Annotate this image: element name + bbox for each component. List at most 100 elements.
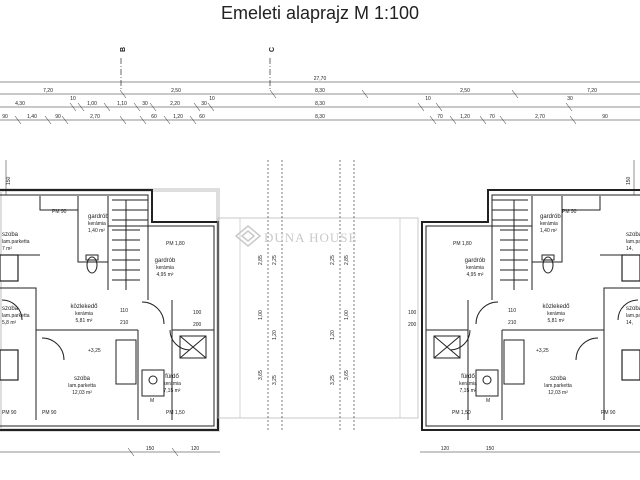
svg-text:2,85: 2,85 — [344, 255, 350, 265]
dim-row3: 1,40 — [27, 114, 37, 120]
center-vertical-dims: 2,85 2,25 1,00 1,20 3,65 3,25 2,25 2,85 … — [258, 255, 350, 385]
watermark-text: DUNA HOUSE — [264, 230, 357, 245]
room-material: kerámia — [466, 265, 484, 271]
side-vertical-dims — [5, 160, 635, 195]
dim-row1: 7,20 — [587, 88, 597, 94]
m-mark: M — [486, 398, 490, 404]
dim-row3: 70 — [437, 114, 443, 120]
svg-text:1,20: 1,20 — [330, 330, 336, 340]
room-material: lam.parketta — [68, 383, 96, 389]
dim-row1: 8,30 — [315, 88, 325, 94]
room-area: 14, — [626, 246, 633, 252]
room-name: szoba — [2, 306, 19, 312]
dim-row2: 30 — [142, 101, 148, 107]
svg-text:1,00: 1,00 — [344, 310, 350, 320]
dim-row3: 60 — [199, 114, 205, 120]
dim-row3: 90 — [602, 114, 608, 120]
right-room-labels: gardrób kerámia 1,40 m² gardrób kerámia … — [408, 209, 640, 452]
dim-row2: 30 — [201, 101, 207, 107]
room-area: 4,95 m² — [467, 272, 484, 278]
pm-mark: PM 90 — [42, 410, 57, 416]
pm-mark: PM 1,50 — [452, 410, 471, 416]
room-material: kerámia — [163, 381, 181, 387]
dim-row2: 4,30 — [15, 101, 25, 107]
room-name: szoba — [626, 232, 640, 238]
room-material: kerámia — [156, 265, 174, 271]
room-material: lam.parketta — [2, 313, 30, 319]
room-area: 14, — [626, 320, 633, 326]
grid-axes — [120, 58, 271, 90]
plan-title: Emeleti alaprajz M 1:100 — [220, 3, 420, 23]
dim-row1: 2,50 — [460, 88, 470, 94]
room-area: 7,15 m² — [164, 388, 181, 394]
dim-row2: 8,30 — [315, 101, 325, 107]
dim-bottom: 150 — [486, 446, 495, 452]
bed-left-bottom — [0, 349, 19, 381]
dim-row3: 90 — [2, 114, 8, 120]
dim-row2: 30 — [567, 96, 573, 102]
svg-text:1,00: 1,00 — [258, 310, 264, 320]
dim-row3: 8,30 — [315, 114, 325, 120]
misc-dim: 100 — [408, 310, 417, 316]
room-material: kerámia — [459, 381, 477, 387]
room-area: 12,03 m² — [72, 390, 92, 396]
dim-bottom: 150 — [146, 446, 155, 452]
center-core — [217, 160, 419, 430]
pm-mark: PM 1,50 — [166, 410, 185, 416]
dim-row2: 10 — [70, 96, 76, 102]
dim-row2: 10 — [425, 96, 431, 102]
room-area: 12,03 m² — [548, 390, 568, 396]
room-material: lam.parketta — [544, 383, 572, 389]
misc-dim: 210 — [508, 320, 517, 326]
left-room-labels: gardrób kerámia 1,40 m² gardrób kerámia … — [2, 209, 202, 416]
dim-row1: 7,20 — [43, 88, 53, 94]
dim-row2: 1,10 — [117, 101, 127, 107]
svg-text:2,25: 2,25 — [330, 255, 336, 265]
room-material: lam.parketta — [2, 239, 30, 245]
m-mark: M — [150, 398, 154, 404]
room-area: 7,15 m² — [460, 388, 477, 394]
room-area: 1,40 m² — [540, 228, 557, 234]
dim-row3: 1,20 — [460, 114, 470, 120]
svg-text:3,65: 3,65 — [344, 370, 350, 380]
duna-house-logo-icon — [234, 225, 262, 247]
left-unit-walls — [0, 188, 220, 432]
misc-dim: 100 — [193, 310, 202, 316]
room-name: fürdő — [461, 374, 475, 380]
room-name: közlekedő — [542, 304, 570, 310]
misc-dim: 110 — [508, 308, 516, 314]
dimension-lines — [0, 81, 640, 125]
dim-bottom: 120 — [441, 446, 450, 452]
dim-row3: 90 — [55, 114, 61, 120]
dim-row3: 60 — [151, 114, 157, 120]
pm-mark: PM 1,80 — [453, 241, 472, 247]
room-name: gardrób — [465, 258, 486, 264]
dim-row3: 1,20 — [173, 114, 183, 120]
room-name: szoba — [550, 376, 567, 382]
grid-label-c: C — [269, 47, 276, 52]
level-mark: +3,25 — [88, 348, 101, 354]
misc-dim: 200 — [193, 322, 202, 328]
svg-text:2,25: 2,25 — [272, 255, 278, 265]
dim-row2: 10 — [209, 96, 215, 102]
room-area: 4,95 m² — [157, 272, 174, 278]
svg-text:3,25: 3,25 — [330, 375, 336, 385]
dim-side: 150 — [626, 176, 632, 185]
svg-text:1,20: 1,20 — [272, 330, 278, 340]
pm-mark: PM 1,80 — [166, 241, 185, 247]
room-name: gardrób — [540, 214, 561, 220]
room-name: fürdő — [165, 374, 179, 380]
room-material: kerámia — [547, 311, 565, 317]
room-area: 1,40 m² — [88, 228, 105, 234]
svg-text:2,85: 2,85 — [258, 255, 264, 265]
room-area: 5,81 m² — [76, 318, 93, 324]
pm-mark: PM 90 — [52, 209, 67, 215]
room-name: gardrób — [88, 214, 109, 220]
room-area: 5,8 m² — [2, 320, 17, 326]
pm-mark: PM 90 — [2, 410, 17, 416]
dim-row2: 2,20 — [170, 101, 180, 107]
grid-label-b: B — [120, 47, 127, 52]
dim-row2: 1,00 — [87, 101, 97, 107]
